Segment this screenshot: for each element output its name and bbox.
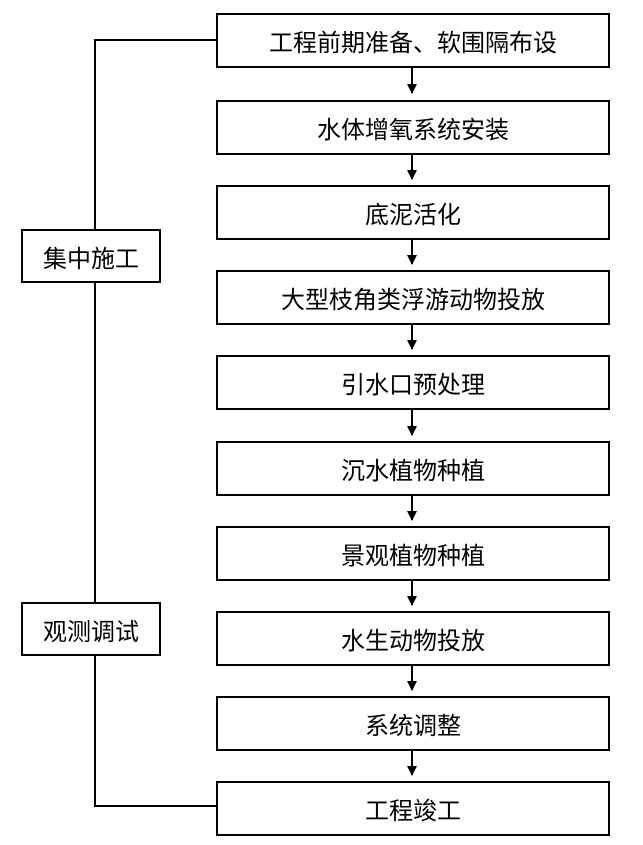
step-3-box: 底泥活化 bbox=[216, 185, 610, 240]
step-4-box: 大型枝角类浮游动物投放 bbox=[216, 270, 610, 325]
step-9-label: 系统调整 bbox=[365, 712, 461, 740]
step-6-label: 沉水植物种植 bbox=[341, 457, 485, 485]
step-3-label: 底泥活化 bbox=[365, 201, 461, 229]
step-6-box: 沉水植物种植 bbox=[216, 441, 610, 496]
phase-testing-box: 观测调试 bbox=[21, 602, 161, 656]
step-5-label: 引水口预处理 bbox=[341, 371, 485, 399]
step-1-label: 工程前期准备、软围隔布设 bbox=[269, 29, 557, 57]
step-2-box: 水体增氧系统安装 bbox=[216, 100, 610, 155]
step-10-box: 工程竣工 bbox=[216, 781, 610, 836]
step-8-box: 水生动物投放 bbox=[216, 611, 610, 666]
step-7-box: 景观植物种植 bbox=[216, 526, 610, 581]
step-9-box: 系统调整 bbox=[216, 696, 610, 751]
step-5-box: 引水口预处理 bbox=[216, 355, 610, 410]
phase-bracket-line bbox=[94, 39, 216, 807]
step-10-label: 工程竣工 bbox=[365, 797, 461, 825]
step-8-label: 水生动物投放 bbox=[341, 627, 485, 655]
phase-construction-box: 集中施工 bbox=[21, 229, 161, 283]
phase-construction-label: 集中施工 bbox=[43, 244, 139, 273]
phase-testing-label: 观测调试 bbox=[43, 617, 139, 646]
step-1-box: 工程前期准备、软围隔布设 bbox=[216, 13, 610, 68]
step-7-label: 景观植物种植 bbox=[341, 542, 485, 570]
step-2-label: 水体增氧系统安装 bbox=[317, 116, 509, 144]
step-4-label: 大型枝角类浮游动物投放 bbox=[281, 286, 545, 314]
